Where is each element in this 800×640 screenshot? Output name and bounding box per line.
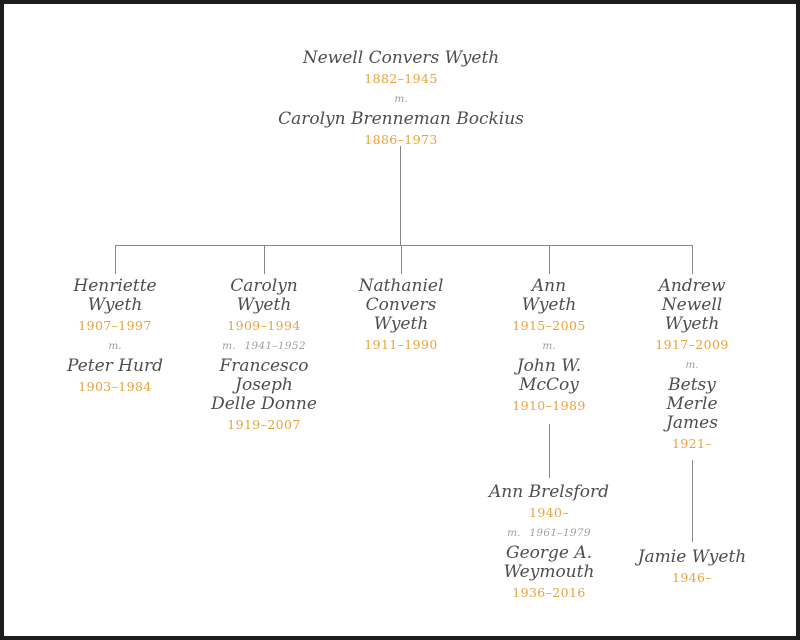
spouse-name: George A. Weymouth [503,543,595,582]
person-dates: 1882–1945 [364,71,438,86]
child-block-nathaniel: Nathaniel Convers Wyeth 1911–1990 [331,276,471,353]
grandchild-block-jamie: Jamie Wyeth 1946– [612,547,772,586]
connector-child-stub [692,245,693,274]
person-dates: 1886–1973 [364,132,438,147]
marriage-label: m. [222,340,236,352]
person-dates: 1940– [528,505,570,520]
marriage-label: m. [507,527,521,539]
marriage-label: m. [542,340,556,352]
person-name: Carolyn Wyeth [230,276,298,315]
marriage-label: m. [685,359,699,371]
child-block-carolyn: Carolyn Wyeth 1909–1994 m. 1941–1952 Fran… [194,276,334,433]
spouse-name: Peter Hurd [67,356,163,376]
connector-child-stub [115,245,116,274]
person-name: Ann Brelsford [489,482,609,502]
connector-grandchild-drop [692,460,693,542]
marriage-row: m. 1941–1952 [194,340,334,352]
person-dates: 1907–1997 [78,318,152,333]
person-name: Andrew Newell Wyeth [658,276,726,334]
connector-grandchild-drop [549,424,550,478]
marriage-row: m. [622,359,762,371]
root-couple-block: Newell Convers Wyeth 1882–1945 m. Caroly… [241,48,561,148]
spouse-dates: 1919–2007 [227,417,301,432]
spouse-dates: 1936–2016 [512,585,586,600]
spouse-dates: 1903–1984 [78,379,152,394]
marriage-row: m. [45,340,185,352]
marriage-row: m. [241,93,561,105]
marriage-label: m. [108,340,122,352]
person-dates: 1909–1994 [227,318,301,333]
spouse-dates: 1910–1989 [512,398,586,413]
spouse-dates: 1921– [671,436,713,451]
person-dates: 1946– [671,570,713,585]
marriage-row: m. 1961–1979 [469,527,629,539]
person-name: Carolyn Brenneman Bockius [278,109,524,129]
connector-child-stub [549,245,550,274]
connector-child-stub [264,245,265,274]
person-dates: 1915–2005 [512,318,586,333]
connector-siblings-bar [115,245,692,246]
marriage-years: 1941–1952 [244,340,306,352]
spouse-name: Betsy Merle James [666,375,718,433]
spouse-name: Francesco Joseph Delle Donne [211,356,317,414]
person-name: Jamie Wyeth [637,547,747,567]
child-block-andrew: Andrew Newell Wyeth 1917–2009 m. Betsy M… [622,276,762,452]
connector-child-stub [401,245,402,274]
person-name: Newell Convers Wyeth [302,48,500,68]
spouse-name: John W. McCoy [516,356,582,395]
person-name: Nathaniel Convers Wyeth [358,276,444,334]
child-block-ann: Ann Wyeth 1915–2005 m. John W. McCoy 191… [479,276,619,414]
person-name: Henriette Wyeth [73,276,157,315]
grandchild-block-ann-brelsford: Ann Brelsford 1940– m. 1961–1979 George A… [469,482,629,601]
marriage-years: 1961–1979 [529,527,591,539]
connector-root-drop [400,146,401,245]
person-dates: 1917–2009 [655,337,729,352]
child-block-henriette: Henriette Wyeth 1907–1997 m. Peter Hurd … [45,276,185,395]
marriage-label: m. [394,93,408,105]
marriage-row: m. [479,340,619,352]
person-dates: 1911–1990 [364,337,438,352]
person-name: Ann Wyeth [521,276,577,315]
